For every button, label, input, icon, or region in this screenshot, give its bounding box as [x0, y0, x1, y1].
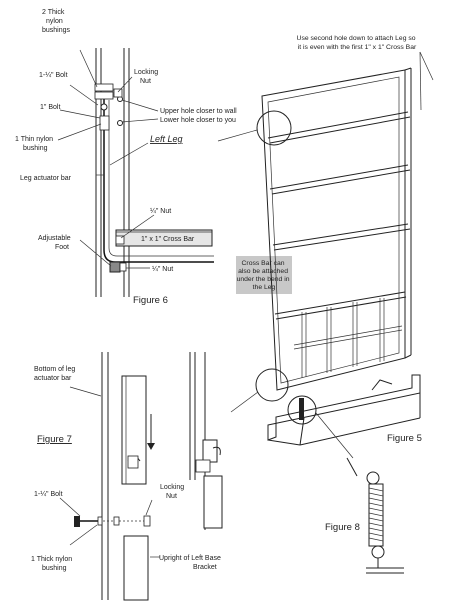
fig7-title: Figure 7 [37, 434, 72, 445]
frame-cross-slats [267, 111, 411, 320]
fig6-leg-actuator-label: Leg actuator bar [20, 175, 72, 182]
fig6-leader-lines [57, 49, 159, 269]
lower-hole [117, 120, 123, 126]
fig6-left-leg-label: Left Leg [150, 134, 183, 144]
quarter-nut-bottom [119, 262, 127, 272]
fig6-upper-hole-label: Upper hole closer to wall [160, 108, 237, 115]
figure-8: Figure 8 [325, 457, 404, 574]
locking-nut [113, 88, 123, 98]
fig8-spring-hook-bottom [371, 545, 385, 559]
fig7-bolt-label: 1-¼" Bolt [34, 491, 63, 498]
fig6-bushings-label: 2 Thick nylon bushings [42, 9, 71, 34]
leg-actuator-bar-inner [108, 100, 214, 257]
fig6-title: Figure 6 [133, 295, 168, 306]
fig6-thin-bushing-label: 1 Thin nylon bushing [15, 136, 55, 152]
fig6-bolt-1-label: 1" Bolt [40, 104, 60, 111]
nylon-bushing-top [94, 83, 114, 92]
quarter-nut-top [115, 235, 125, 245]
frame-inner [267, 76, 400, 384]
spring-detail [299, 398, 304, 420]
fig5-title: Figure 5 [387, 433, 422, 444]
fig6-lower-hole-label: Lower hole closer to you [160, 117, 236, 124]
thin-nylon-bushing [99, 115, 110, 131]
fig7-locking-nut-exploded [143, 515, 151, 527]
frame-lower-struts [293, 298, 403, 378]
figure-5: Use second hole down to attach Leg so it… [217, 35, 434, 459]
fig8-spring-hook-top [366, 471, 380, 485]
zoom-circle-bottom [255, 368, 289, 402]
zoom-circle-top [256, 110, 292, 146]
fig7-bushing-label: 1 Thick nylon bushing [31, 556, 74, 572]
fig6-quarter-nut-bottom-label: ¼" Nut [152, 266, 173, 273]
bolt-1-25-head [100, 103, 108, 111]
fig5-note: Use second hole down to attach Leg so it… [297, 35, 418, 51]
fig7-base-post-right [203, 475, 223, 529]
nylon-bushing-bottom [94, 91, 114, 100]
fig8-spring-coils [368, 487, 384, 542]
fig6-quarter-nut-top-label: ¼" Nut [150, 208, 171, 215]
fig8-wire-top [346, 457, 358, 477]
fig7-upright-left-base [123, 535, 149, 601]
fig6-bolt-1-25-label: 1-¼" Bolt [39, 72, 68, 79]
fig7-upright-label: Upright of Left Base Bracket [159, 555, 223, 571]
fig8-title: Figure 8 [325, 522, 360, 533]
figure-6: 2 Thick nylon bushings 1-¼" Bolt 1" Bolt… [15, 9, 292, 306]
fig7-bottom-bar-label: Bottom of leg actuator bar [34, 366, 77, 382]
fig6-cross-bar-note: Cross Bar can also be attached under the… [237, 260, 292, 291]
zoom-circle-bracket [287, 395, 317, 425]
fig7-bushing-exploded [97, 516, 103, 526]
fig7-bolt-head-exploded [74, 516, 80, 527]
adjustable-foot [109, 261, 121, 273]
figure-7: Bottom of leg actuator bar 1-¼" Bolt [31, 352, 223, 601]
cross-bar-note-box [236, 256, 292, 294]
base-bracket [267, 374, 421, 446]
fig7-bolt-assembly [202, 439, 218, 463]
fig6-adjustable-foot-label: Adjustable Foot [38, 235, 73, 251]
fig6-cross-bar-label: 1" x 1" Cross Bar [141, 236, 195, 243]
fig7-locking-nut-label: Locking Nut [160, 484, 186, 500]
fig6-locking-nut-label: Locking Nut [134, 69, 160, 85]
